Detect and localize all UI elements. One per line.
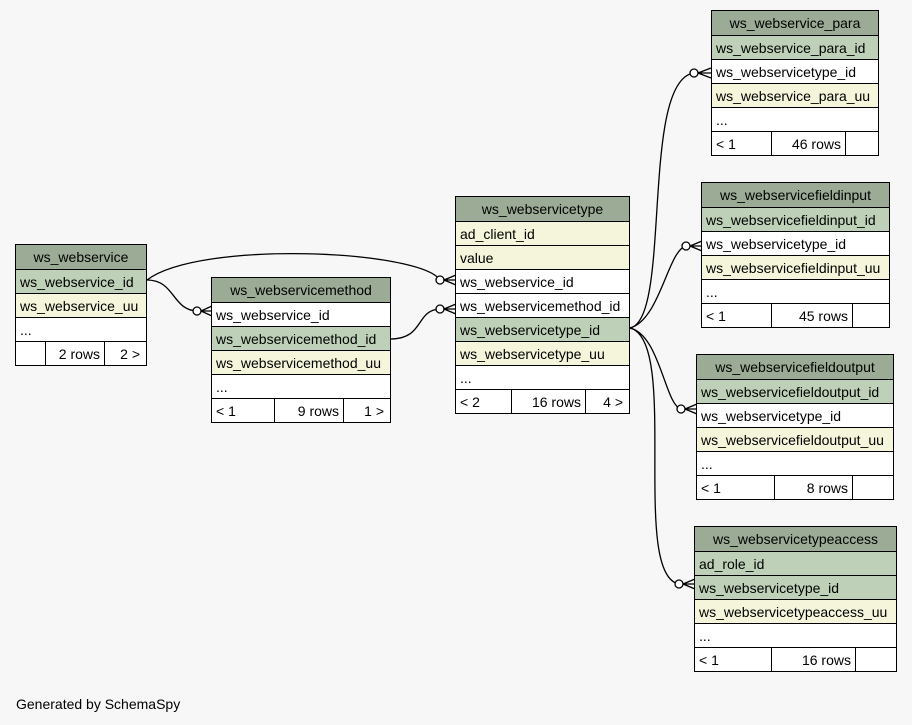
footer-children[interactable]: 4 > [603, 394, 623, 410]
footer-parents[interactable]: < 1 [697, 476, 775, 499]
crow-foot [684, 403, 698, 415]
column-row[interactable]: ws_webservicetype_id [695, 575, 896, 599]
column-row: ... [712, 107, 878, 131]
column-row: ... [695, 623, 896, 647]
column-row: ... [16, 317, 146, 341]
crow-foot [697, 67, 712, 79]
table-ws-webservicefieldinput[interactable]: ws_webservicefieldinput ws_webservicefie… [701, 182, 890, 328]
column-row[interactable]: ws_webservicetype_id [456, 317, 629, 341]
column-row[interactable]: ad_role_id [695, 551, 896, 575]
generated-by-label: Generated by SchemaSpy [16, 696, 181, 712]
edge-end-circle [435, 304, 445, 314]
table-ws-webservicetype[interactable]: ws_webservicetype ad_client_id value ws_… [455, 196, 630, 414]
footer-row-count: 16 rows [512, 390, 586, 413]
footer-parents[interactable]: < 2 [456, 390, 512, 413]
column-row[interactable]: ws_webservice_id [212, 302, 390, 326]
edge-end-circle [676, 404, 686, 414]
footer-parents[interactable]: < 1 [695, 648, 772, 671]
edge-method-to-webservice [146, 279, 198, 312]
footer-children [846, 132, 878, 155]
table-title[interactable]: ws_webservicetype [456, 197, 629, 221]
column-row[interactable]: ws_webservice_para_uu [712, 83, 878, 107]
column-row[interactable]: ws_webservicetype_id [712, 59, 878, 83]
table-ws-webservicetypeaccess[interactable]: ws_webservicetypeaccess ad_role_id ws_we… [694, 526, 897, 672]
crow-foot [443, 303, 457, 315]
edge-end-circle [674, 579, 684, 589]
edge-typeaccess-to-type [629, 327, 680, 585]
footer-parents[interactable]: < 1 [702, 304, 772, 327]
column-row[interactable]: ws_webservicefieldinput_id [702, 207, 889, 231]
footer-children [853, 304, 889, 327]
edge-end-circle [435, 275, 445, 285]
edge-end-circle [689, 68, 699, 78]
table-footer: < 2 16 rows 4 > [456, 389, 629, 413]
column-row: ... [212, 374, 390, 398]
footer-row-count: 9 rows [275, 399, 344, 422]
table-footer: < 1 8 rows [697, 475, 893, 499]
column-row[interactable]: ws_webservicemethod_id [456, 293, 629, 317]
column-row[interactable]: ws_webservicefieldoutput_uu [697, 427, 893, 451]
column-row[interactable]: ws_webservice_para_id [712, 35, 878, 59]
table-footer: < 1 46 rows [712, 131, 878, 155]
table-title[interactable]: ws_webservicemethod [212, 278, 390, 302]
footer-row-count: 8 rows [775, 476, 853, 499]
table-footer: < 1 9 rows 1 > [212, 398, 390, 422]
edge-type-to-method [389, 308, 441, 340]
footer-children[interactable]: 2 > [120, 346, 140, 362]
footer-children [856, 648, 896, 671]
table-title[interactable]: ws_webservicefieldinput [702, 183, 889, 207]
column-row[interactable]: ws_webservicetypeaccess_uu [695, 599, 896, 623]
footer-children [853, 476, 893, 499]
column-row: ... [456, 365, 629, 389]
column-row[interactable]: ws_webservicetype_uu [456, 341, 629, 365]
footer-row-count: 46 rows [772, 132, 846, 155]
column-row[interactable]: ws_webservicefieldinput_uu [702, 255, 889, 279]
table-title[interactable]: ws_webservice [16, 245, 146, 269]
column-row[interactable]: ws_webservicefieldoutput_id [697, 379, 893, 403]
crow-foot [689, 240, 703, 252]
edge-end-circle [681, 241, 691, 251]
footer-row-count: 45 rows [772, 304, 853, 327]
footer-parents[interactable]: < 1 [212, 399, 275, 422]
edge-end-circle [192, 306, 202, 316]
column-row[interactable]: ws_webservice_id [16, 269, 146, 293]
crow-foot [443, 274, 457, 286]
column-row[interactable]: ws_webservicemethod_uu [212, 350, 390, 374]
edge-type-to-webservice [146, 253, 441, 281]
column-row[interactable]: ws_webservice_uu [16, 293, 146, 317]
column-row[interactable]: ws_webservice_id [456, 269, 629, 293]
column-row[interactable]: ws_webservicetype_id [702, 231, 889, 255]
table-footer: 2 rows 2 > [16, 341, 146, 365]
column-row[interactable]: ws_webservicemethod_id [212, 326, 390, 350]
table-ws-webservicemethod[interactable]: ws_webservicemethod ws_webservice_id ws_… [211, 277, 391, 423]
footer-parents[interactable]: < 1 [712, 132, 772, 155]
table-ws-webservice-para[interactable]: ws_webservice_para ws_webservice_para_id… [711, 10, 879, 156]
crow-foot [682, 578, 696, 590]
crow-foot [200, 305, 213, 317]
column-row: ... [702, 279, 889, 303]
table-title[interactable]: ws_webservice_para [712, 11, 878, 35]
table-footer: < 1 16 rows [695, 647, 896, 671]
footer-row-count: 16 rows [772, 648, 856, 671]
footer-row-count: 2 rows [46, 342, 105, 365]
footer-parents [16, 342, 46, 365]
column-row: ... [697, 451, 893, 475]
column-row[interactable]: ws_webservicetype_id [697, 403, 893, 427]
edge-fieldoutput-to-type [629, 327, 682, 410]
table-footer: < 1 45 rows [702, 303, 889, 327]
table-ws-webservicefieldoutput[interactable]: ws_webservicefieldoutput ws_webservicefi… [696, 354, 894, 500]
table-title[interactable]: ws_webservicefieldoutput [697, 355, 893, 379]
table-title[interactable]: ws_webservicetypeaccess [695, 527, 896, 551]
table-ws-webservice[interactable]: ws_webservice ws_webservice_id ws_webser… [15, 244, 147, 366]
footer-children[interactable]: 1 > [364, 403, 384, 419]
column-row[interactable]: ad_client_id [456, 221, 629, 245]
edge-fieldinput-to-type [629, 245, 687, 329]
edge-para-to-type [629, 72, 695, 329]
column-row[interactable]: value [456, 245, 629, 269]
